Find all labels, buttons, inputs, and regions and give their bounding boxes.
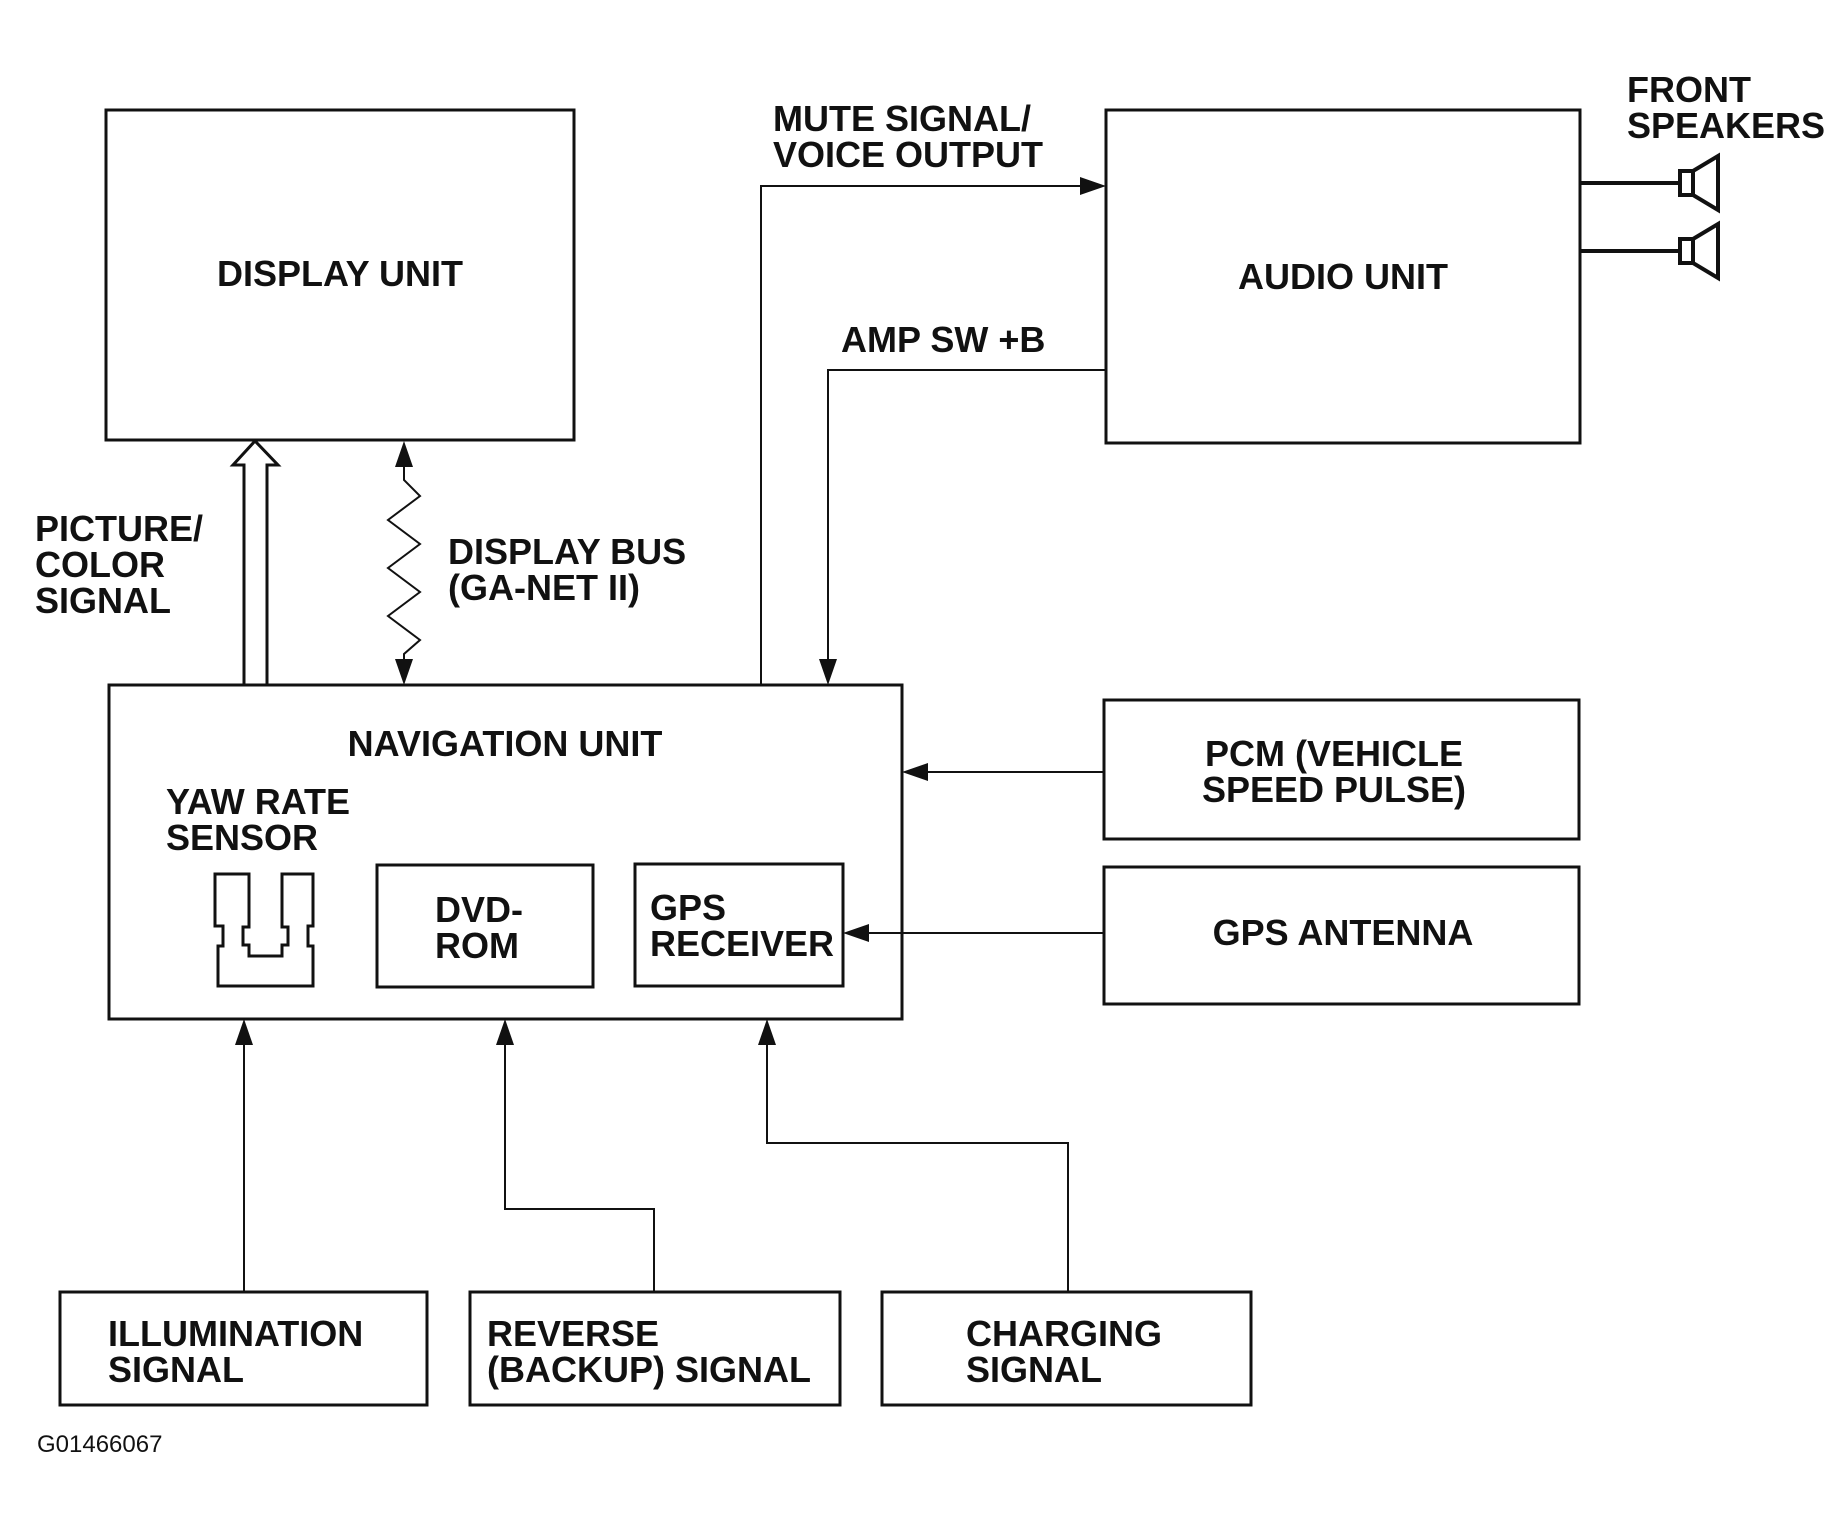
reverse-label-line2: (BACKUP) SIGNAL [487,1349,811,1390]
arrowhead-icon [758,1019,776,1045]
navigation-unit-label: NAVIGATION UNIT [348,723,663,764]
amp-sw-line: AMP SW +B [819,319,1106,685]
pcm-block: PCM (VEHICLE SPEED PULSE) [902,698,1581,841]
amp-sw-wire [827,369,1106,660]
mute-signal-label-line2: VOICE OUTPUT [773,134,1043,175]
picture-color-signal: PICTURE/ COLOR SIGNAL [35,438,282,685]
picture-signal-label-line2: COLOR [35,544,165,585]
reverse-wire [504,1043,655,1292]
gps-receiver-label-line2: RECEIVER [650,923,834,964]
gps-receiver-box [633,862,845,988]
navigation-unit-block: NAVIGATION UNIT YAW RATE SENSOR DVD- ROM… [107,683,904,1021]
gps-receiver-label-line1: GPS [650,887,726,928]
yaw-rate-sensor-icon [213,872,315,988]
yaw-rate-label-line1: YAW RATE [166,781,350,822]
charging-label-line1: CHARGING [966,1313,1162,1354]
display-bus-label-line1: DISPLAY BUS [448,531,686,572]
arrowhead-icon [1080,177,1106,195]
arrowhead-icon [496,1019,514,1045]
front-speakers-label-line2: SPEAKERS [1627,105,1825,146]
pcm-box [1102,698,1581,841]
navigation-unit-box [107,683,904,1021]
picture-signal-label-line3: SIGNAL [35,580,171,621]
gps-antenna-label: GPS ANTENNA [1213,912,1474,953]
display-bus-label-line2: (GA-NET II) [448,567,640,608]
illumination-signal-block: ILLUMINATION SIGNAL [58,1019,429,1407]
audio-unit-block: AUDIO UNIT [1104,108,1582,445]
charging-signal-block: CHARGING SIGNAL [758,1019,1253,1407]
gps-antenna-block: GPS ANTENNA [843,865,1581,1006]
mute-signal-label-line1: MUTE SIGNAL/ [773,98,1031,139]
illumination-label-line1: ILLUMINATION [108,1313,363,1354]
audio-unit-box [1104,108,1582,445]
display-unit-label: DISPLAY UNIT [217,253,463,294]
mute-voice-output-line: MUTE SIGNAL/ VOICE OUTPUT [760,98,1106,685]
figure-id: G01466067 [37,1431,162,1458]
arrowhead-icon [395,441,413,467]
display-bus: DISPLAY BUS (GA-NET II) [386,441,686,685]
front-speakers: FRONT SPEAKERS [1580,69,1825,282]
dvd-rom-label-line2: ROM [435,925,519,966]
dvd-rom-box [375,863,595,989]
arrowhead-icon [235,1019,253,1045]
arrowhead-icon [819,659,837,685]
speaker-icon [1678,220,1720,282]
arrowhead-icon [843,924,869,942]
charging-wire [766,1043,1069,1292]
display-unit-box [104,108,576,442]
speaker-icon [1678,152,1720,214]
hollow-arrow-icon [229,438,282,685]
pcm-label-line2: SPEED PULSE) [1202,769,1466,810]
mute-voice-wire [760,185,1082,685]
reverse-signal-block: REVERSE (BACKUP) SIGNAL [468,1019,842,1407]
yaw-rate-label-line2: SENSOR [166,817,318,858]
arrowhead-icon [395,659,413,685]
amp-sw-label: AMP SW +B [841,319,1045,360]
dvd-rom-label-line1: DVD- [435,889,523,930]
illumination-label-line2: SIGNAL [108,1349,244,1390]
arrowhead-icon [902,763,928,781]
front-speakers-label-line1: FRONT [1627,69,1751,110]
pcm-label-line1: PCM (VEHICLE [1205,733,1463,774]
zigzag-bus-wire [386,466,422,660]
charging-label-line2: SIGNAL [966,1349,1102,1390]
gps-antenna-box [1102,865,1581,1006]
reverse-label-line1: REVERSE [487,1313,659,1354]
audio-unit-label: AUDIO UNIT [1238,256,1448,297]
display-unit-block: DISPLAY UNIT [104,108,576,442]
picture-signal-label-line1: PICTURE/ [35,508,203,549]
charging-box [880,1290,1253,1407]
